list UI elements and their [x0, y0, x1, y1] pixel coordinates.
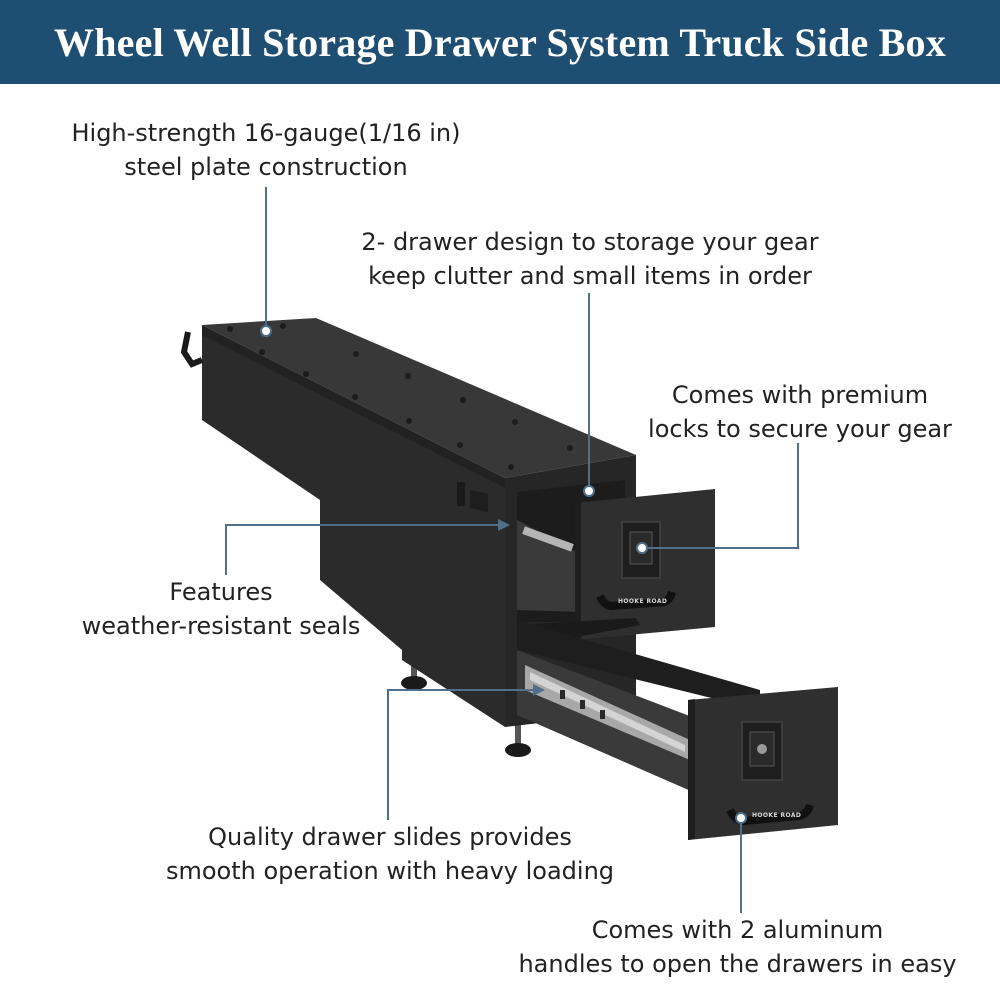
brand-logo-top: HOOKE ROAD [618, 598, 667, 605]
callout-aluminum-handles: Comes with 2 aluminum handles to open th… [518, 916, 957, 978]
brand-logo-bottom: HOOKE ROAD [752, 812, 801, 819]
box-lid [202, 318, 636, 478]
leveling-foot-right [505, 725, 531, 757]
leveling-foot-left [401, 663, 427, 690]
callout-steel-construction: High-strength 16-gauge(1/16 in) steel pl… [71, 119, 461, 181]
callout-weather-seals: Features weather-resistant seals [81, 578, 361, 640]
lid-latch [180, 331, 204, 368]
callout-two-drawer: 2- drawer design to storage your gear ke… [361, 228, 819, 290]
page-title: Wheel Well Storage Drawer System Truck S… [54, 19, 946, 65]
callout-premium-locks: Comes with premium locks to secure your … [648, 381, 952, 443]
callout-drawer-slides: Quality drawer slides provides smooth op… [165, 823, 615, 885]
bottom-drawer: HOOKE ROAD [517, 618, 838, 840]
title-banner: Wheel Well Storage Drawer System Truck S… [0, 0, 1000, 84]
lid-rivets [227, 323, 573, 470]
top-drawer: HOOKE ROAD [517, 480, 715, 640]
